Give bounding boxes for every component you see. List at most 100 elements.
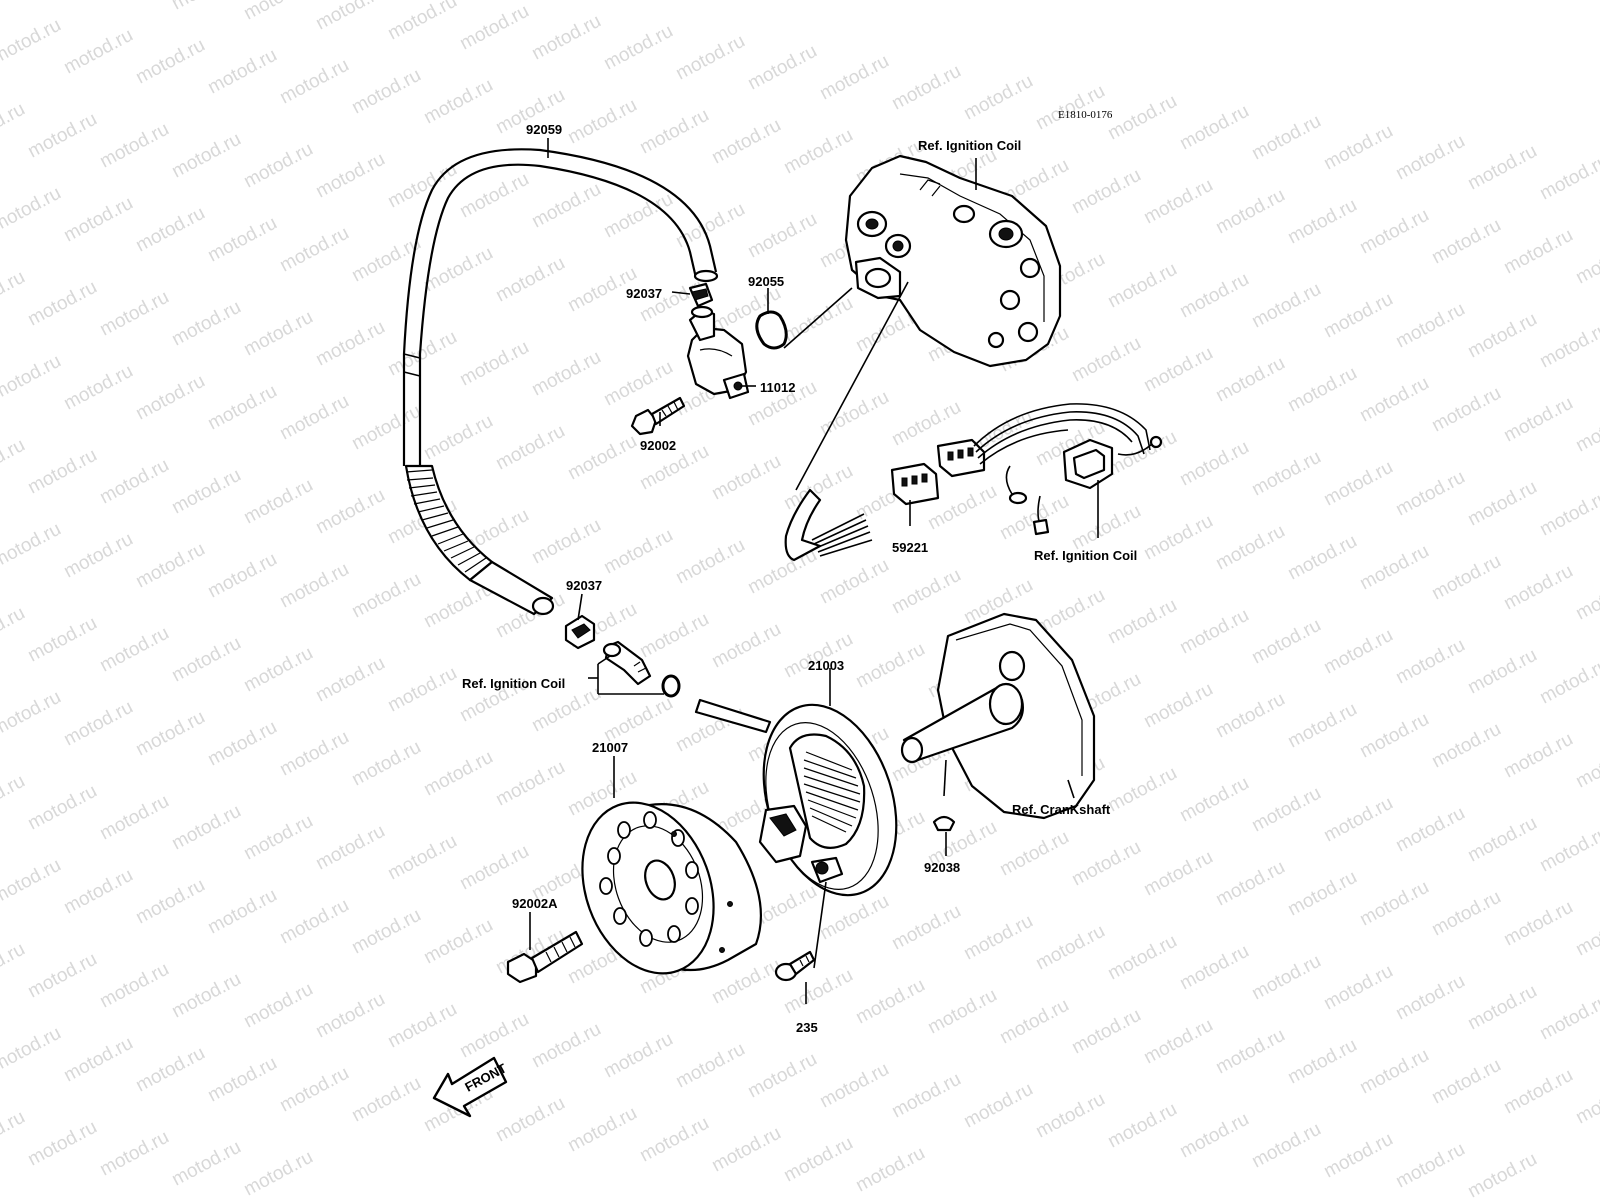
watermark-text: motod.ru [1464, 309, 1540, 363]
watermark-text: motod.ru [384, 159, 460, 213]
label-92002A: 92002A [512, 896, 558, 911]
leader-lines [529, 138, 1099, 1004]
watermark-text: motod.ru [312, 0, 388, 34]
watermark-text: motod.ru [1248, 279, 1324, 333]
watermark-text: motod.ru [1284, 867, 1360, 921]
watermark-text: motod.ru [456, 337, 532, 391]
watermark-text: motod.ru [276, 223, 352, 277]
watermark-text: motod.ru [1464, 981, 1540, 1035]
watermark-text: motod.ru [0, 351, 65, 405]
watermark-text: motod.ru [420, 747, 496, 801]
watermark-text: motod.ru [1320, 625, 1396, 679]
bolt-92002 [630, 396, 686, 436]
watermark-text: motod.ru [888, 1069, 964, 1123]
key-92038 [932, 815, 956, 832]
label-ref-crankshaft: Ref. CranKshaft [1012, 802, 1111, 817]
watermark-text: motod.ru [1320, 121, 1396, 175]
watermark-text: motod.ru [204, 885, 280, 939]
watermark-text: motod.ru [816, 1059, 892, 1113]
watermark-text: motod.ru [1176, 773, 1252, 827]
watermark-text: motod.ru [1068, 165, 1144, 219]
watermark-text: motod.ru [924, 985, 1000, 1039]
watermark-text: motod.ru [780, 1133, 856, 1187]
watermark-text: motod.ru [492, 1093, 568, 1147]
watermark-text: motod.ru [708, 1123, 784, 1177]
watermark-text: motod.ru [780, 461, 856, 515]
watermark-text: motod.ru [600, 693, 676, 747]
label-92055: 92055 [748, 274, 784, 289]
watermark-text: motod.ru [1572, 235, 1600, 289]
watermark-text: motod.ru [240, 139, 316, 193]
watermark-text: motod.ru [348, 737, 424, 791]
watermark-text: motod.ru [132, 1043, 208, 1097]
watermark-text: motod.ru [672, 535, 748, 589]
watermark-text: motod.ru [1068, 1005, 1144, 1059]
watermark-text: motod.ru [1356, 541, 1432, 595]
label-92037-top: 92037 [626, 286, 662, 301]
watermark-text: motod.ru [1104, 91, 1180, 145]
watermark-text: motod.ru [348, 569, 424, 623]
watermark-text: motod.ru [0, 1023, 65, 1077]
watermark-text: motod.ru [996, 491, 1072, 545]
watermark-text: motod.ru [96, 119, 172, 173]
watermark-text: motod.ru [1428, 215, 1504, 269]
watermark-text: motod.ru [60, 193, 136, 247]
watermark-text: motod.ru [1536, 151, 1600, 205]
watermark-text: motod.ru [1320, 961, 1396, 1015]
watermark-text: motod.ru [564, 431, 640, 485]
callout-labels: 92059 92037 92055 11012 92002 Ref. Ignit… [462, 122, 1137, 1035]
watermark-text: motod.ru [384, 0, 460, 44]
watermark-text: motod.ru [1428, 887, 1504, 941]
watermark-text: motod.ru [240, 1147, 316, 1200]
watermark-text: motod.ru [456, 1009, 532, 1063]
watermark-text: motod.ru [1212, 185, 1288, 239]
watermark-text: motod.ru [672, 31, 748, 85]
watermark-text: motod.ru [1212, 521, 1288, 575]
watermark-text: motod.ru [1320, 289, 1396, 343]
watermark-text: motod.ru [1068, 837, 1144, 891]
watermark-text: motod.ru [204, 549, 280, 603]
watermark-text: motod.ru [60, 361, 136, 415]
watermark-text: motod.ru [1572, 1075, 1600, 1129]
watermark-text: motod.ru [60, 865, 136, 919]
watermark-text: motod.ru [168, 1137, 244, 1191]
watermark-text: motod.ru [0, 855, 65, 909]
watermark-text: motod.ru [1536, 823, 1600, 877]
watermark-text: motod.ru [96, 959, 172, 1013]
watermark-text: motod.ru [960, 1079, 1036, 1133]
label-21007: 21007 [592, 740, 628, 755]
watermark-text: motod.ru [1320, 457, 1396, 511]
watermark-text: motod.ru [1536, 655, 1600, 709]
watermark-text: motod.ru [1320, 793, 1396, 847]
watermark-text: motod.ru [204, 45, 280, 99]
watermark-text: motod.ru [1140, 847, 1216, 901]
watermark-text: motod.ru [780, 125, 856, 179]
watermark-text: motod.ru [168, 801, 244, 855]
watermark-text: motod.ru [456, 1, 532, 55]
watermark-text: motod.ru [168, 0, 244, 14]
hose-92059 [402, 148, 719, 616]
watermark-text: motod.ru [420, 411, 496, 465]
watermark-text: motod.ru [528, 347, 604, 401]
watermark-text: motod.ru [1392, 299, 1468, 353]
label-ref-ignition-coil-left: Ref. Ignition Coil [462, 676, 565, 691]
watermark-text: motod.ru [132, 35, 208, 89]
watermark-text: motod.ru [1536, 991, 1600, 1045]
watermark-text: motod.ru [348, 401, 424, 455]
watermark-text: motod.ru [24, 445, 100, 499]
watermark-text: motod.ru [96, 1127, 172, 1181]
label-92038: 92038 [924, 860, 960, 875]
watermark-text: motod.ru [1248, 951, 1324, 1005]
watermark-text: motod.ru [672, 1039, 748, 1093]
watermark-text: motod.ru [1500, 729, 1576, 783]
watermark-text: motod.ru [1068, 333, 1144, 387]
watermark-text: motod.ru [708, 451, 784, 505]
watermark-text: motod.ru [24, 613, 100, 667]
clamp-92037-mid [564, 614, 596, 650]
watermark-text: motod.ru [312, 317, 388, 371]
watermark-text: motod.ru [1500, 897, 1576, 951]
crankshaft [900, 612, 1096, 820]
label-92059: 92059 [526, 122, 562, 137]
watermark-text: motod.ru [24, 109, 100, 163]
